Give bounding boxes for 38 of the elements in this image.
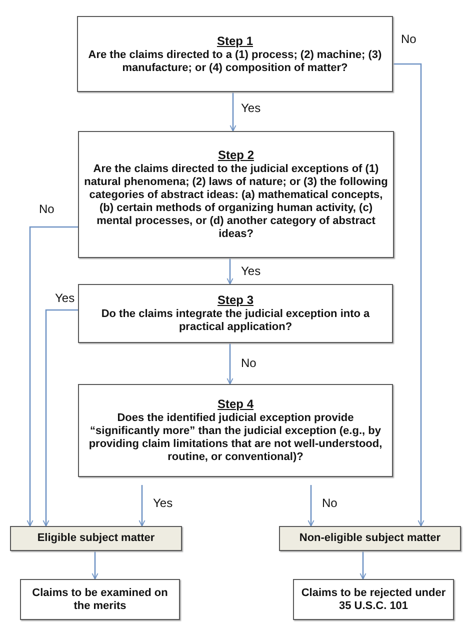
question-text: Are the claims directed to the judicial exceptions of (1) natural phenomena; (2) laws of nature; or (3) the following categories of abstract ideas: (a) mathematical concepts, (b) certain methods of organizing human activity, (c) mental processes, or (d) another category of abstract ideas? (83, 163, 389, 241)
arrow (92, 551, 98, 580)
question-text: Does the identified judicial exception provide “significantly more” than the judicial exception (e.g., by providing claim limitations that are not well-understood, routine, or conventional)? (88, 412, 384, 464)
decision-box (77, 16, 393, 92)
step-heading: Step 4 (217, 397, 254, 412)
edge-label: No (240, 356, 258, 370)
box-text: Non-eligible subject matter (299, 532, 441, 545)
decision-box (78, 384, 393, 477)
edge-label: No (321, 496, 338, 510)
arrow (138, 485, 146, 526)
decision-box (78, 284, 393, 343)
edge-label: No (38, 202, 56, 216)
step-heading: Step 1 (216, 34, 253, 48)
arrow (26, 226, 78, 526)
step-heading: Step 2 (218, 148, 254, 163)
arrow (230, 92, 236, 132)
edge-label: Yes (152, 496, 174, 510)
edge-label: Yes (240, 101, 262, 115)
arrow (42, 309, 78, 526)
decision-box (78, 131, 394, 258)
box-text: Claims to be rejected under 35 U.S.C. 101 (300, 586, 447, 612)
arrow (393, 63, 424, 526)
process-box (293, 579, 454, 620)
outcome-box (279, 526, 461, 551)
arrow (226, 258, 234, 284)
box-text: Claims to be examined on the merits (31, 586, 169, 612)
question-text: Are the claims directed to a (1) process; (2) machine; (3) manufacture; or (4) composition of matter? (87, 48, 383, 74)
step-heading: Step 3 (217, 293, 254, 308)
edge-label: Yes (54, 291, 76, 305)
edge-label: No (400, 32, 418, 46)
arrow (226, 343, 234, 384)
outcome-box (10, 526, 182, 551)
question-text: Do the claims integrate the judicial exception into a practical application? (100, 308, 371, 334)
edge-label: Yes (240, 264, 262, 278)
box-text: Eligible subject matter (37, 532, 155, 545)
arrow (360, 551, 366, 580)
arrow (308, 485, 314, 526)
process-box (20, 579, 180, 620)
